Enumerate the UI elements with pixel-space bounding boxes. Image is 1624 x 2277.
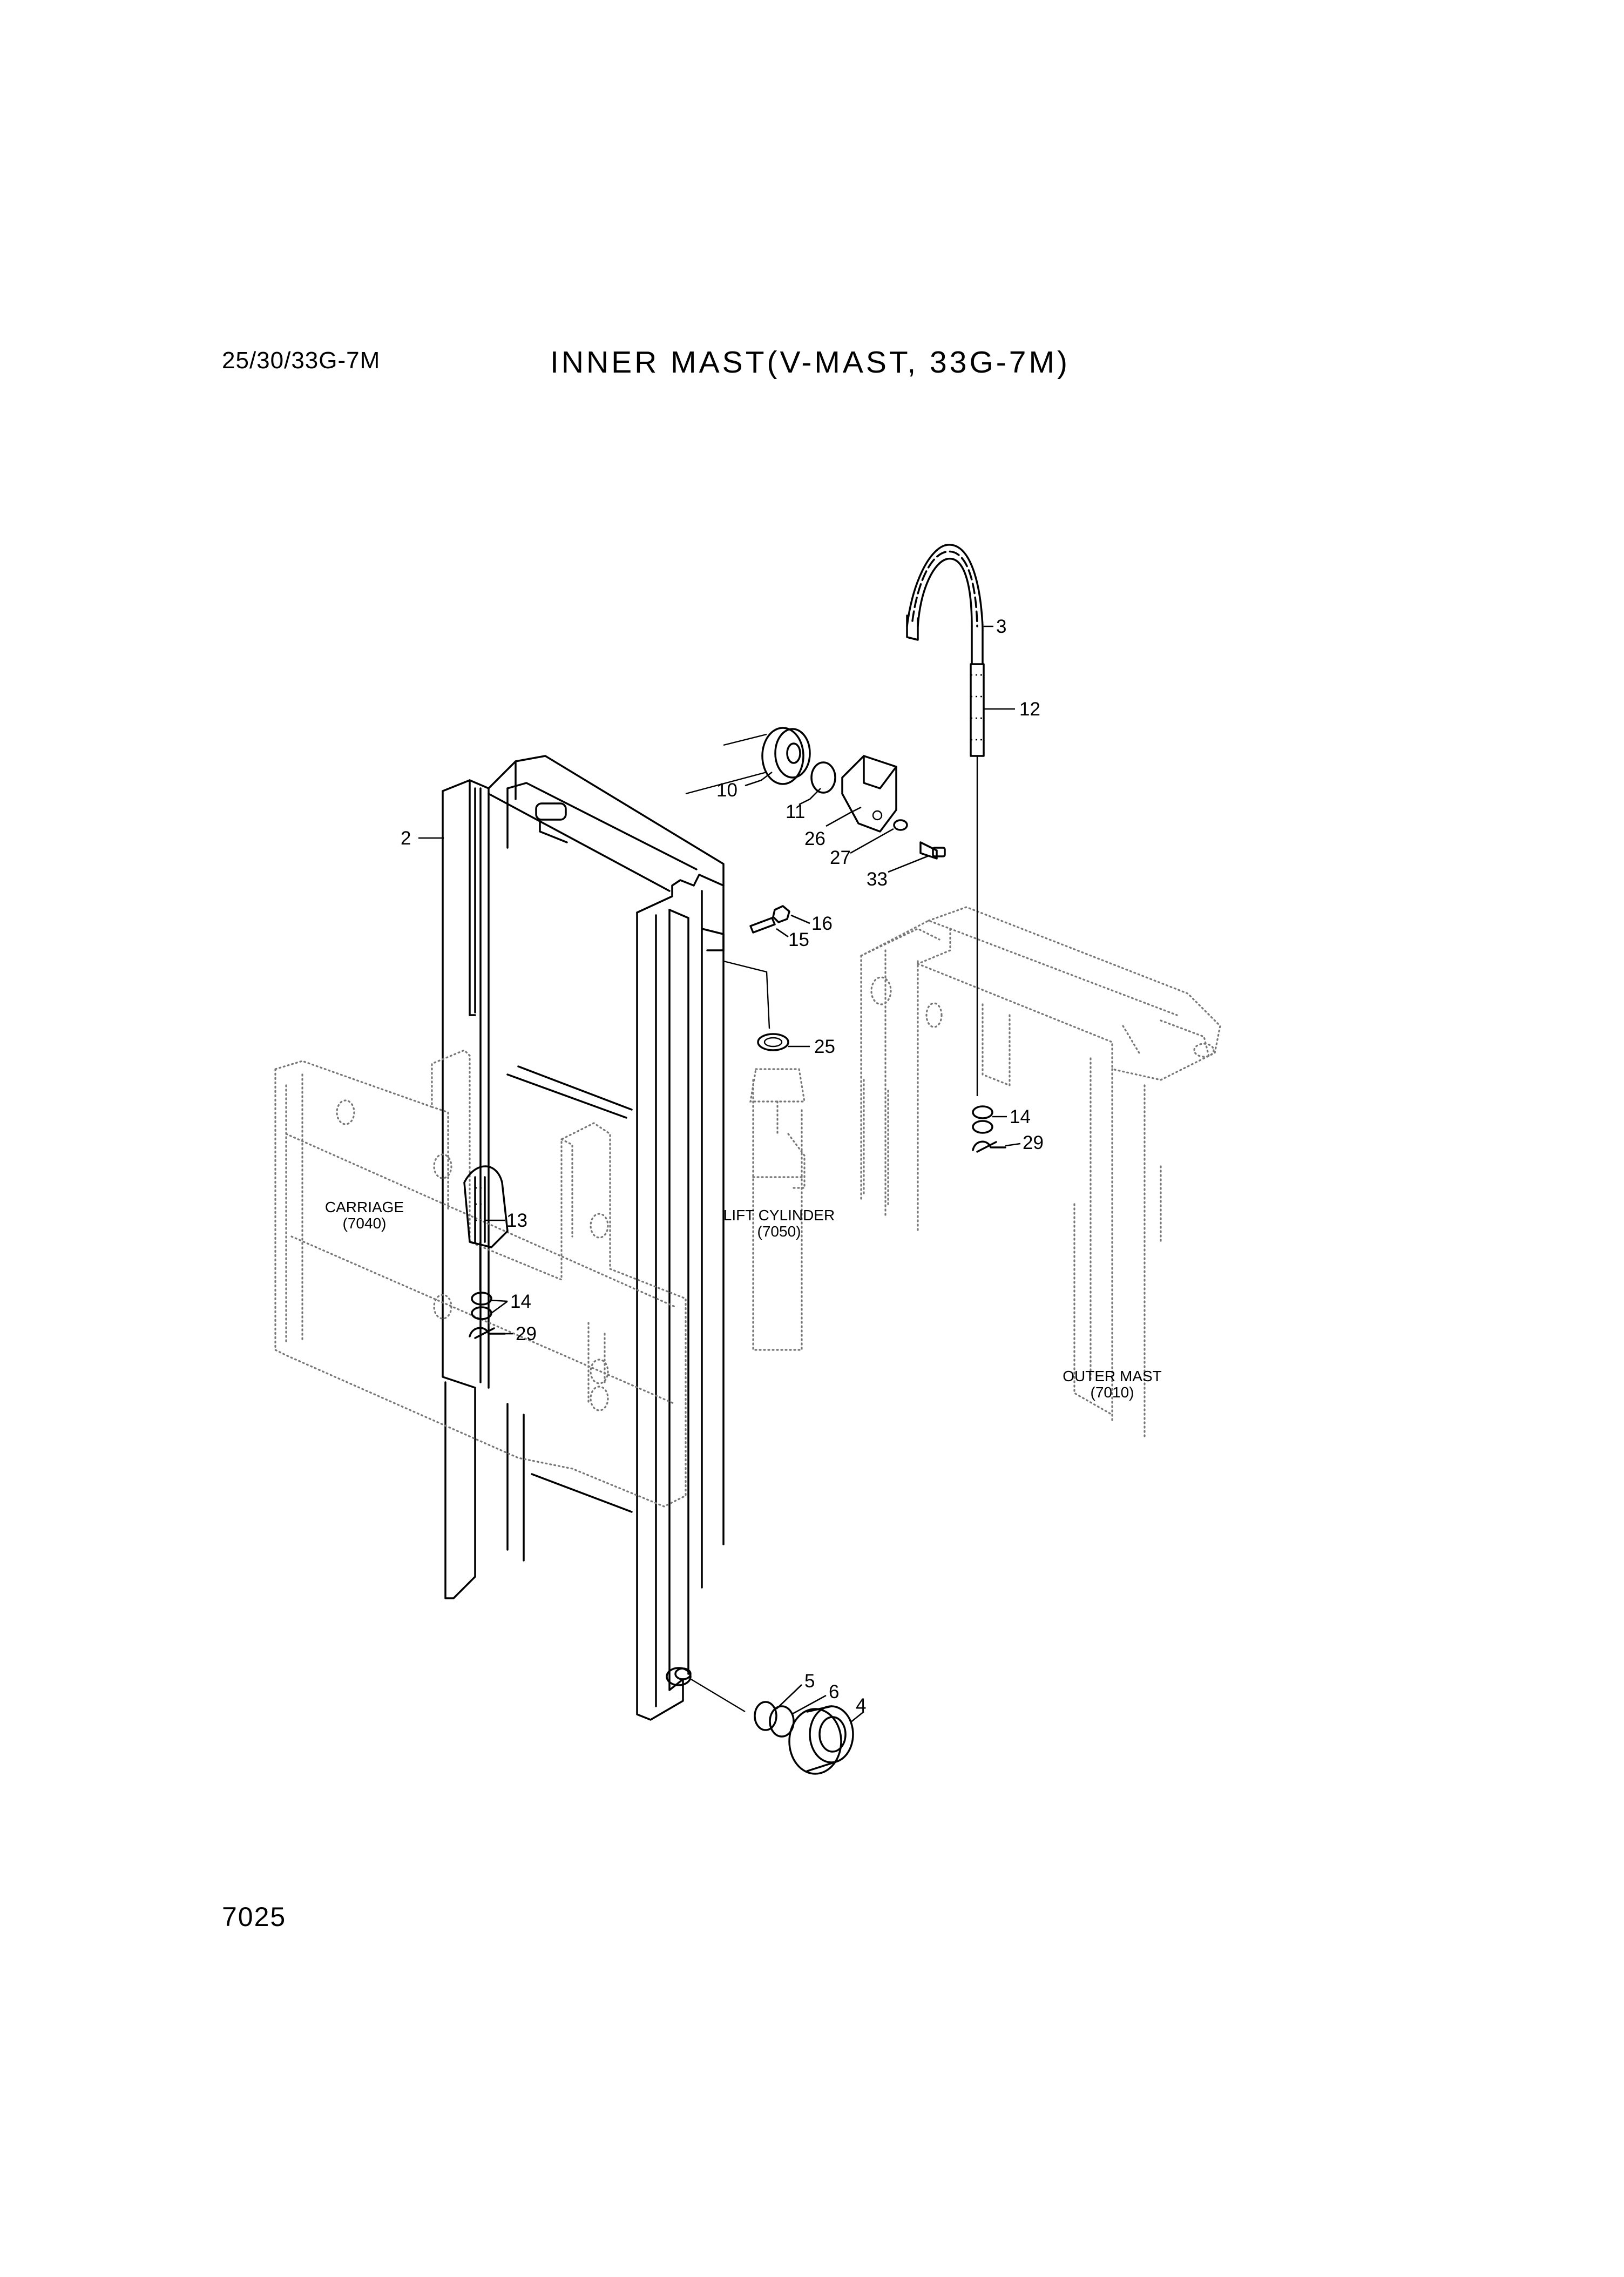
bolt bbox=[919, 841, 946, 860]
callout-12: 12 bbox=[1019, 699, 1040, 720]
roller-bearing bbox=[788, 1705, 854, 1775]
lift-cylinder-outline bbox=[749, 1068, 806, 1351]
lift-cylinder-code: (7050) bbox=[757, 1223, 801, 1240]
lift-cylinder-label: LIFT CYLINDER bbox=[723, 1207, 835, 1224]
sheave-bracket bbox=[841, 755, 897, 833]
outer-mast-code: (7010) bbox=[1091, 1384, 1134, 1401]
shim-6 bbox=[769, 1705, 795, 1738]
callouts: 3 12 10 11 26 27 33 2 16 15 25 14 29 13 … bbox=[401, 616, 1044, 1716]
callout-27: 27 bbox=[830, 847, 851, 868]
callout-16: 16 bbox=[811, 913, 833, 934]
page-number: 7025 bbox=[222, 1902, 287, 1932]
inner-mast bbox=[442, 755, 746, 1721]
snap-ring bbox=[810, 761, 836, 794]
callout-4: 4 bbox=[856, 1695, 866, 1716]
o-ring bbox=[757, 1033, 789, 1051]
callout-14-right: 14 bbox=[1010, 1106, 1031, 1127]
callout-26: 26 bbox=[804, 828, 825, 849]
callout-11: 11 bbox=[786, 801, 805, 822]
outer-mast-label: OUTER MAST bbox=[1063, 1368, 1162, 1384]
carriage-chain-bolt bbox=[463, 1165, 509, 1290]
chain-sheave bbox=[685, 727, 811, 795]
model-code: 25/30/33G-7M bbox=[222, 347, 381, 374]
washer bbox=[893, 819, 908, 831]
callout-3: 3 bbox=[996, 616, 1006, 637]
carriage-label: CARRIAGE bbox=[325, 1199, 404, 1215]
callout-29-right: 29 bbox=[1023, 1132, 1044, 1153]
carriage-outline bbox=[274, 1049, 687, 1508]
leader-lines bbox=[418, 625, 1021, 1724]
carriage-code: (7040) bbox=[343, 1215, 387, 1232]
nut bbox=[772, 905, 790, 923]
cotter-pin-left bbox=[469, 1327, 506, 1339]
callout-2: 2 bbox=[401, 828, 411, 849]
page-title: INNER MAST(V-MAST, 33G-7M) bbox=[550, 345, 1070, 380]
lock-nuts-right bbox=[972, 1105, 993, 1134]
callout-6: 6 bbox=[829, 1681, 839, 1702]
shim-5 bbox=[754, 1701, 777, 1731]
callout-29-left: 29 bbox=[516, 1323, 537, 1344]
callout-5: 5 bbox=[804, 1671, 815, 1692]
cotter-pin-right bbox=[972, 1140, 1006, 1153]
callout-15: 15 bbox=[788, 929, 809, 950]
callout-13: 13 bbox=[506, 1210, 527, 1231]
reference-labels: CARRIAGE (7040) LIFT CYLINDER (7050) OUT… bbox=[325, 1199, 1162, 1401]
callout-25: 25 bbox=[814, 1036, 835, 1057]
set-screw bbox=[749, 917, 776, 934]
chain-anchor-bolt bbox=[970, 663, 985, 1096]
callout-14-left: 14 bbox=[510, 1291, 531, 1312]
callout-33: 33 bbox=[867, 869, 888, 890]
outer-mast-outline bbox=[860, 906, 1221, 1437]
callout-10: 10 bbox=[716, 780, 737, 801]
lift-chain bbox=[906, 544, 984, 665]
